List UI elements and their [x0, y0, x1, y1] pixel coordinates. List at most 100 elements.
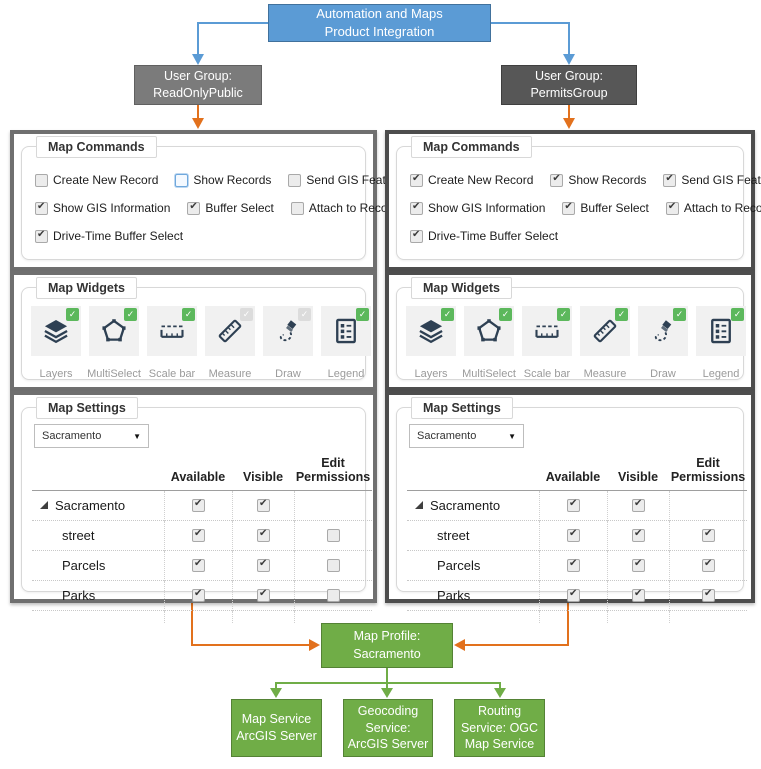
checkbox-icon[interactable]	[290, 201, 304, 215]
widget-tile[interactable]	[263, 306, 313, 356]
checkbox-icon[interactable]	[567, 558, 580, 572]
checkbox-icon[interactable]	[187, 201, 201, 215]
widget-scale-bar[interactable]: Scale bar	[522, 306, 572, 380]
checkbox-icon[interactable]	[632, 588, 645, 602]
map-service-node: Map Service ArcGIS Server	[231, 699, 322, 757]
table-cell	[669, 610, 747, 623]
widget-layers[interactable]: Layers	[406, 306, 456, 380]
table-cell	[607, 490, 669, 521]
measure-icon	[216, 317, 244, 345]
widget-label: Legend	[702, 368, 740, 380]
command-attach-to-record[interactable]: Attach to Record	[665, 201, 761, 215]
table-cell	[539, 490, 607, 521]
checkbox-icon[interactable]	[632, 558, 645, 572]
widget-tile[interactable]	[205, 306, 255, 356]
command-send-gis-feature[interactable]: Send GIS Feature	[288, 173, 403, 187]
tree-expand-icon[interactable]	[40, 501, 48, 510]
widget-scale-bar[interactable]: Scale bar	[147, 306, 197, 380]
widget-tile[interactable]	[580, 306, 630, 356]
widget-measure[interactable]: Measure	[580, 306, 630, 380]
widget-legend[interactable]: Legend	[321, 306, 371, 380]
widget-draw[interactable]: Draw	[263, 306, 313, 380]
command-drive-time-buffer-select[interactable]: Drive-Time Buffer Select	[410, 229, 558, 243]
checkbox-icon[interactable]	[410, 201, 423, 215]
checkbox-icon[interactable]	[327, 558, 340, 572]
checkbox-icon[interactable]	[410, 229, 423, 243]
legend-icon	[707, 317, 735, 345]
command-create-new-record[interactable]: Create New Record	[410, 173, 533, 187]
left-map-widgets-panel: Map Widgets Layers MultiSelect	[10, 271, 377, 391]
map-commands-legend: Map Commands	[411, 136, 532, 158]
checkbox-icon[interactable]	[632, 528, 645, 542]
checkbox-label: Attach to Record	[683, 201, 761, 215]
checkbox-icon[interactable]	[192, 558, 205, 572]
widget-tile[interactable]	[89, 306, 139, 356]
checkbox-icon[interactable]	[632, 498, 645, 512]
widget-tile[interactable]	[638, 306, 688, 356]
checkbox-icon[interactable]	[567, 498, 580, 512]
checkbox-icon[interactable]	[550, 173, 564, 187]
checkbox-icon[interactable]	[410, 173, 423, 187]
command-buffer-select[interactable]: Buffer Select	[187, 201, 274, 215]
layer-name: Parcels	[437, 557, 481, 573]
command-create-new-record[interactable]: Create New Record	[35, 173, 158, 187]
command-send-gis-feature[interactable]: Send GIS Feature	[663, 173, 761, 187]
widget-label: MultiSelect	[87, 368, 141, 380]
column-header-edit-permissions: Edit Permissions	[294, 456, 372, 491]
widget-layers[interactable]: Layers	[31, 306, 81, 380]
command-show-records[interactable]: Show Records	[550, 173, 646, 187]
checkbox-icon[interactable]	[192, 498, 205, 512]
command-show-gis-information[interactable]: Show GIS Information	[410, 201, 545, 215]
checkbox-icon[interactable]	[257, 528, 270, 542]
widget-draw[interactable]: Draw	[638, 306, 688, 380]
widget-tile[interactable]	[321, 306, 371, 356]
checkbox-icon[interactable]	[327, 528, 340, 542]
checkbox-icon[interactable]	[257, 558, 270, 572]
checkbox-icon[interactable]	[665, 201, 679, 215]
checkbox-icon[interactable]	[327, 588, 340, 602]
layer-name: Sacramento	[430, 497, 501, 513]
command-drive-time-buffer-select[interactable]: Drive-Time Buffer Select	[35, 229, 183, 243]
checkbox-icon[interactable]	[35, 173, 48, 187]
command-attach-to-record[interactable]: Attach to Record	[290, 201, 398, 215]
table-row-name: Sacramento	[407, 491, 539, 521]
widget-tile[interactable]	[406, 306, 456, 356]
map-select-dropdown[interactable]: Sacramento ▼	[34, 424, 149, 448]
checkbox-icon[interactable]	[663, 173, 677, 187]
checkbox-icon[interactable]	[567, 528, 580, 542]
checkbox-icon[interactable]	[257, 498, 270, 512]
tree-expand-icon[interactable]	[415, 501, 423, 510]
widget-enabled-check-icon	[240, 308, 253, 321]
checkbox-icon[interactable]	[702, 558, 715, 572]
checkbox-icon[interactable]	[257, 588, 270, 602]
checkbox-icon[interactable]	[567, 588, 580, 602]
command-show-gis-information[interactable]: Show GIS Information	[35, 201, 170, 215]
widget-tile[interactable]	[522, 306, 572, 356]
widget-tile[interactable]	[464, 306, 514, 356]
layers-table: Available Visible Edit Permissions Sacra…	[407, 456, 747, 623]
connector-title-to-right-group	[491, 22, 570, 55]
command-show-records[interactable]: Show Records	[175, 173, 271, 187]
widget-enabled-check-icon	[298, 308, 311, 321]
checkbox-icon[interactable]	[192, 588, 205, 602]
checkbox-icon[interactable]	[175, 173, 189, 187]
checkbox-icon[interactable]	[288, 173, 302, 187]
checkbox-icon[interactable]	[702, 588, 715, 602]
checkbox-icon[interactable]	[192, 528, 205, 542]
widget-tile[interactable]	[31, 306, 81, 356]
widget-tile[interactable]	[696, 306, 746, 356]
widget-tile[interactable]	[147, 306, 197, 356]
widget-label: Scale bar	[148, 368, 196, 380]
checkbox-icon[interactable]	[702, 528, 715, 542]
widget-legend[interactable]: Legend	[696, 306, 746, 380]
table-row-name: Parcels	[32, 551, 164, 581]
checkbox-icon[interactable]	[35, 229, 48, 243]
widget-multiselect[interactable]: MultiSelect	[87, 306, 141, 380]
command-buffer-select[interactable]: Buffer Select	[562, 201, 649, 215]
widget-multiselect[interactable]: MultiSelect	[462, 306, 516, 380]
map-select-dropdown[interactable]: Sacramento ▼	[409, 424, 524, 448]
widget-measure[interactable]: Measure	[205, 306, 255, 380]
checkbox-icon[interactable]	[562, 201, 576, 215]
user-group-permitsgroup-node: User Group: PermitsGroup	[501, 65, 637, 105]
checkbox-icon[interactable]	[35, 201, 48, 215]
